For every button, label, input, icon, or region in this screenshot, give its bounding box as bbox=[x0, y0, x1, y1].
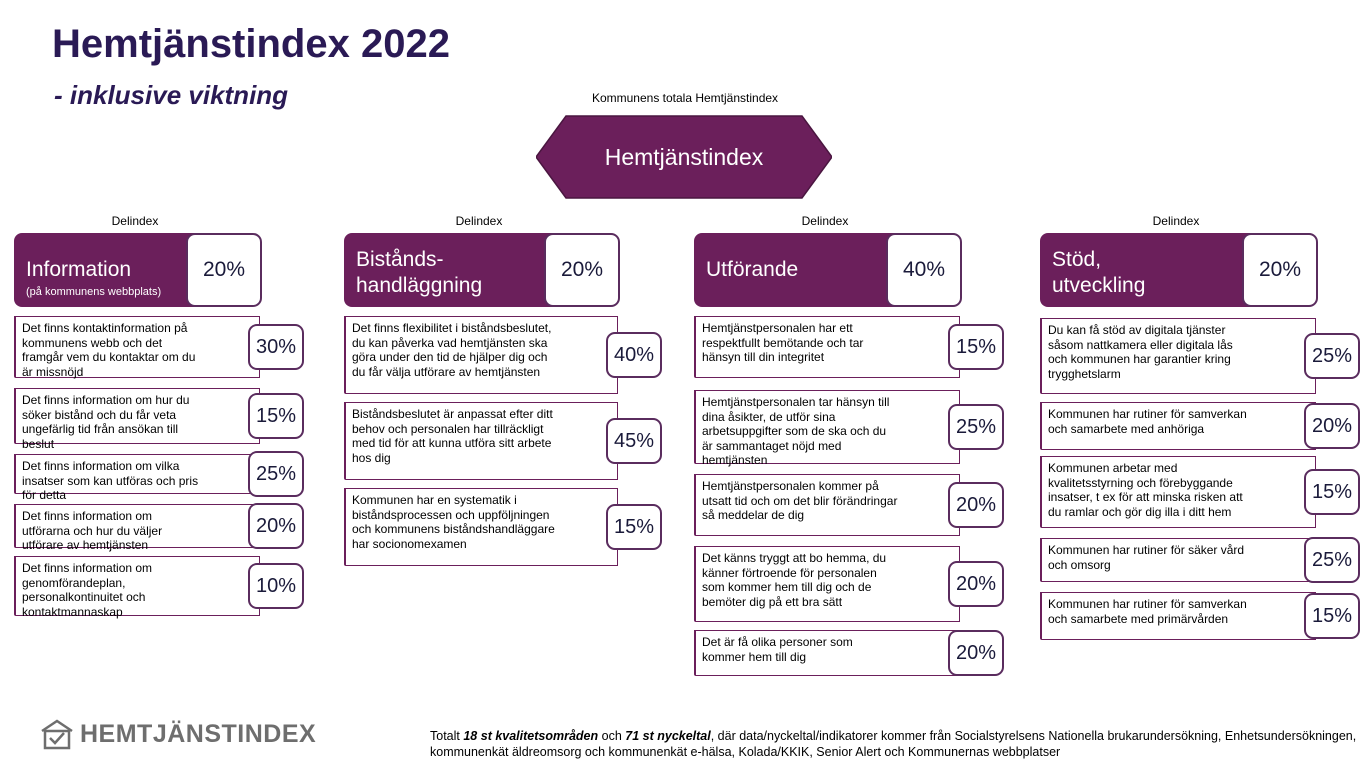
delindex-header bbox=[14, 233, 206, 307]
indicator-text: Hemtjänstpersonalen kommer på utsatt tid… bbox=[694, 474, 960, 536]
indicator-weight: 25% bbox=[948, 404, 1004, 450]
indicator-text: Biståndsbeslutet är anpassat efter ditt … bbox=[344, 402, 618, 480]
indicator-text: Det finns information om vilka insatser … bbox=[14, 454, 260, 502]
delindex-header bbox=[344, 233, 564, 307]
logo: HEMTJÄNSTINDEX bbox=[40, 718, 316, 750]
indicator-weight: 15% bbox=[606, 504, 662, 550]
indicator-weight: 25% bbox=[248, 451, 304, 497]
delindex-name: Utförande bbox=[706, 257, 798, 283]
indicator-text: Kommunen har rutiner för samverkan och s… bbox=[1040, 592, 1316, 640]
indicator-text: Det finns information om utförarna och h… bbox=[14, 504, 260, 552]
indicator-weight: 20% bbox=[948, 630, 1004, 676]
delindex-header bbox=[694, 233, 906, 307]
indicator-text: Det känns tryggt att bo hemma, du känner… bbox=[694, 546, 960, 622]
indicator-text: Kommunen har rutiner för samverkan och s… bbox=[1040, 402, 1316, 450]
indicator-text: Det finns kontaktinformation på kommunen… bbox=[14, 316, 260, 379]
indicator-text: Det finns information om hur du söker bi… bbox=[14, 388, 260, 451]
delindex-name-text: Information bbox=[26, 258, 132, 281]
delindex-name: Bistånds- handläggning bbox=[356, 247, 482, 299]
indicator-weight: 25% bbox=[1304, 333, 1360, 379]
indicator-text: Du kan få stöd av digitala tjänster såso… bbox=[1040, 318, 1316, 394]
delindex-name-text: Stöd, utveckling bbox=[1052, 248, 1146, 297]
delindex-name: Stöd, utveckling bbox=[1052, 247, 1145, 299]
indicator-text: Kommunen har en systematik i biståndspro… bbox=[344, 488, 618, 566]
footer-note: Totalt 18 st kvalitetsområden och 71 st … bbox=[430, 728, 1365, 762]
delindex-label: Delindex bbox=[111, 214, 159, 228]
indicator-weight: 20% bbox=[948, 482, 1004, 528]
page-title: Hemtjänstindex 2022 bbox=[52, 22, 450, 66]
house-check-icon bbox=[41, 719, 73, 750]
total-index-shape bbox=[536, 115, 832, 199]
delindex-label: Delindex bbox=[455, 214, 503, 228]
indicator-text: Det är få olika personer som kommer hem … bbox=[694, 630, 960, 676]
delindex-name-text: Utförande bbox=[706, 258, 799, 281]
indicator-text: Det finns information om genomförandepla… bbox=[14, 556, 260, 619]
delindex-name-text: Bistånds- handläggning bbox=[356, 248, 483, 297]
indicator-text: Det finns flexibilitet i biståndsbeslute… bbox=[344, 316, 618, 394]
footer-areas: 18 st kvalitetsområden bbox=[463, 729, 599, 743]
delindex-label: Delindex bbox=[1152, 214, 1200, 228]
delindex-weight: 40% bbox=[886, 233, 962, 307]
footer-keyfigures: 71 st nyckeltal bbox=[625, 729, 711, 743]
indicator-weight: 20% bbox=[248, 503, 304, 549]
delindex-subtitle: (på kommunens webbplats) bbox=[26, 286, 162, 298]
delindex-name: Information (på kommunens webbplats) bbox=[26, 257, 161, 299]
total-index-name: Hemtjänstindex bbox=[604, 143, 764, 170]
delindex-header bbox=[1040, 233, 1262, 307]
page-subtitle: - inklusive viktning bbox=[54, 80, 289, 110]
indicator-text: Hemtjänstpersonalen tar hänsyn till dina… bbox=[694, 390, 960, 467]
total-index-label: Kommunens totala Hemtjänstindex bbox=[591, 91, 779, 105]
indicator-text: Kommunen arbetar med kvalitetsstyrning o… bbox=[1040, 456, 1316, 528]
delindex-weight: 20% bbox=[544, 233, 620, 307]
indicator-weight: 30% bbox=[248, 324, 304, 370]
indicator-weight: 25% bbox=[1304, 537, 1360, 583]
indicator-weight: 20% bbox=[948, 561, 1004, 607]
indicator-weight: 15% bbox=[1304, 593, 1360, 639]
indicator-weight: 15% bbox=[948, 324, 1004, 370]
indicator-weight: 40% bbox=[606, 332, 662, 378]
delindex-weight: 20% bbox=[1242, 233, 1318, 307]
delindex-weight: 20% bbox=[186, 233, 262, 307]
indicator-text: Kommunen har rutiner för säker vård och … bbox=[1040, 538, 1316, 582]
indicator-weight: 10% bbox=[248, 563, 304, 609]
footer-mid: och bbox=[598, 729, 626, 743]
indicator-weight: 15% bbox=[248, 393, 304, 439]
indicator-weight: 20% bbox=[1304, 403, 1360, 449]
indicator-weight: 15% bbox=[1304, 469, 1360, 515]
footer-post: , där data/nyckeltal/indikatorer kommer … bbox=[430, 729, 1357, 759]
footer-pre: Totalt bbox=[430, 729, 464, 743]
delindex-label: Delindex bbox=[801, 214, 849, 228]
logo-text: HEMTJÄNSTINDEX bbox=[80, 719, 317, 748]
indicator-weight: 45% bbox=[606, 418, 662, 464]
indicator-text: Hemtjänstpersonalen har ett respektfullt… bbox=[694, 316, 960, 378]
